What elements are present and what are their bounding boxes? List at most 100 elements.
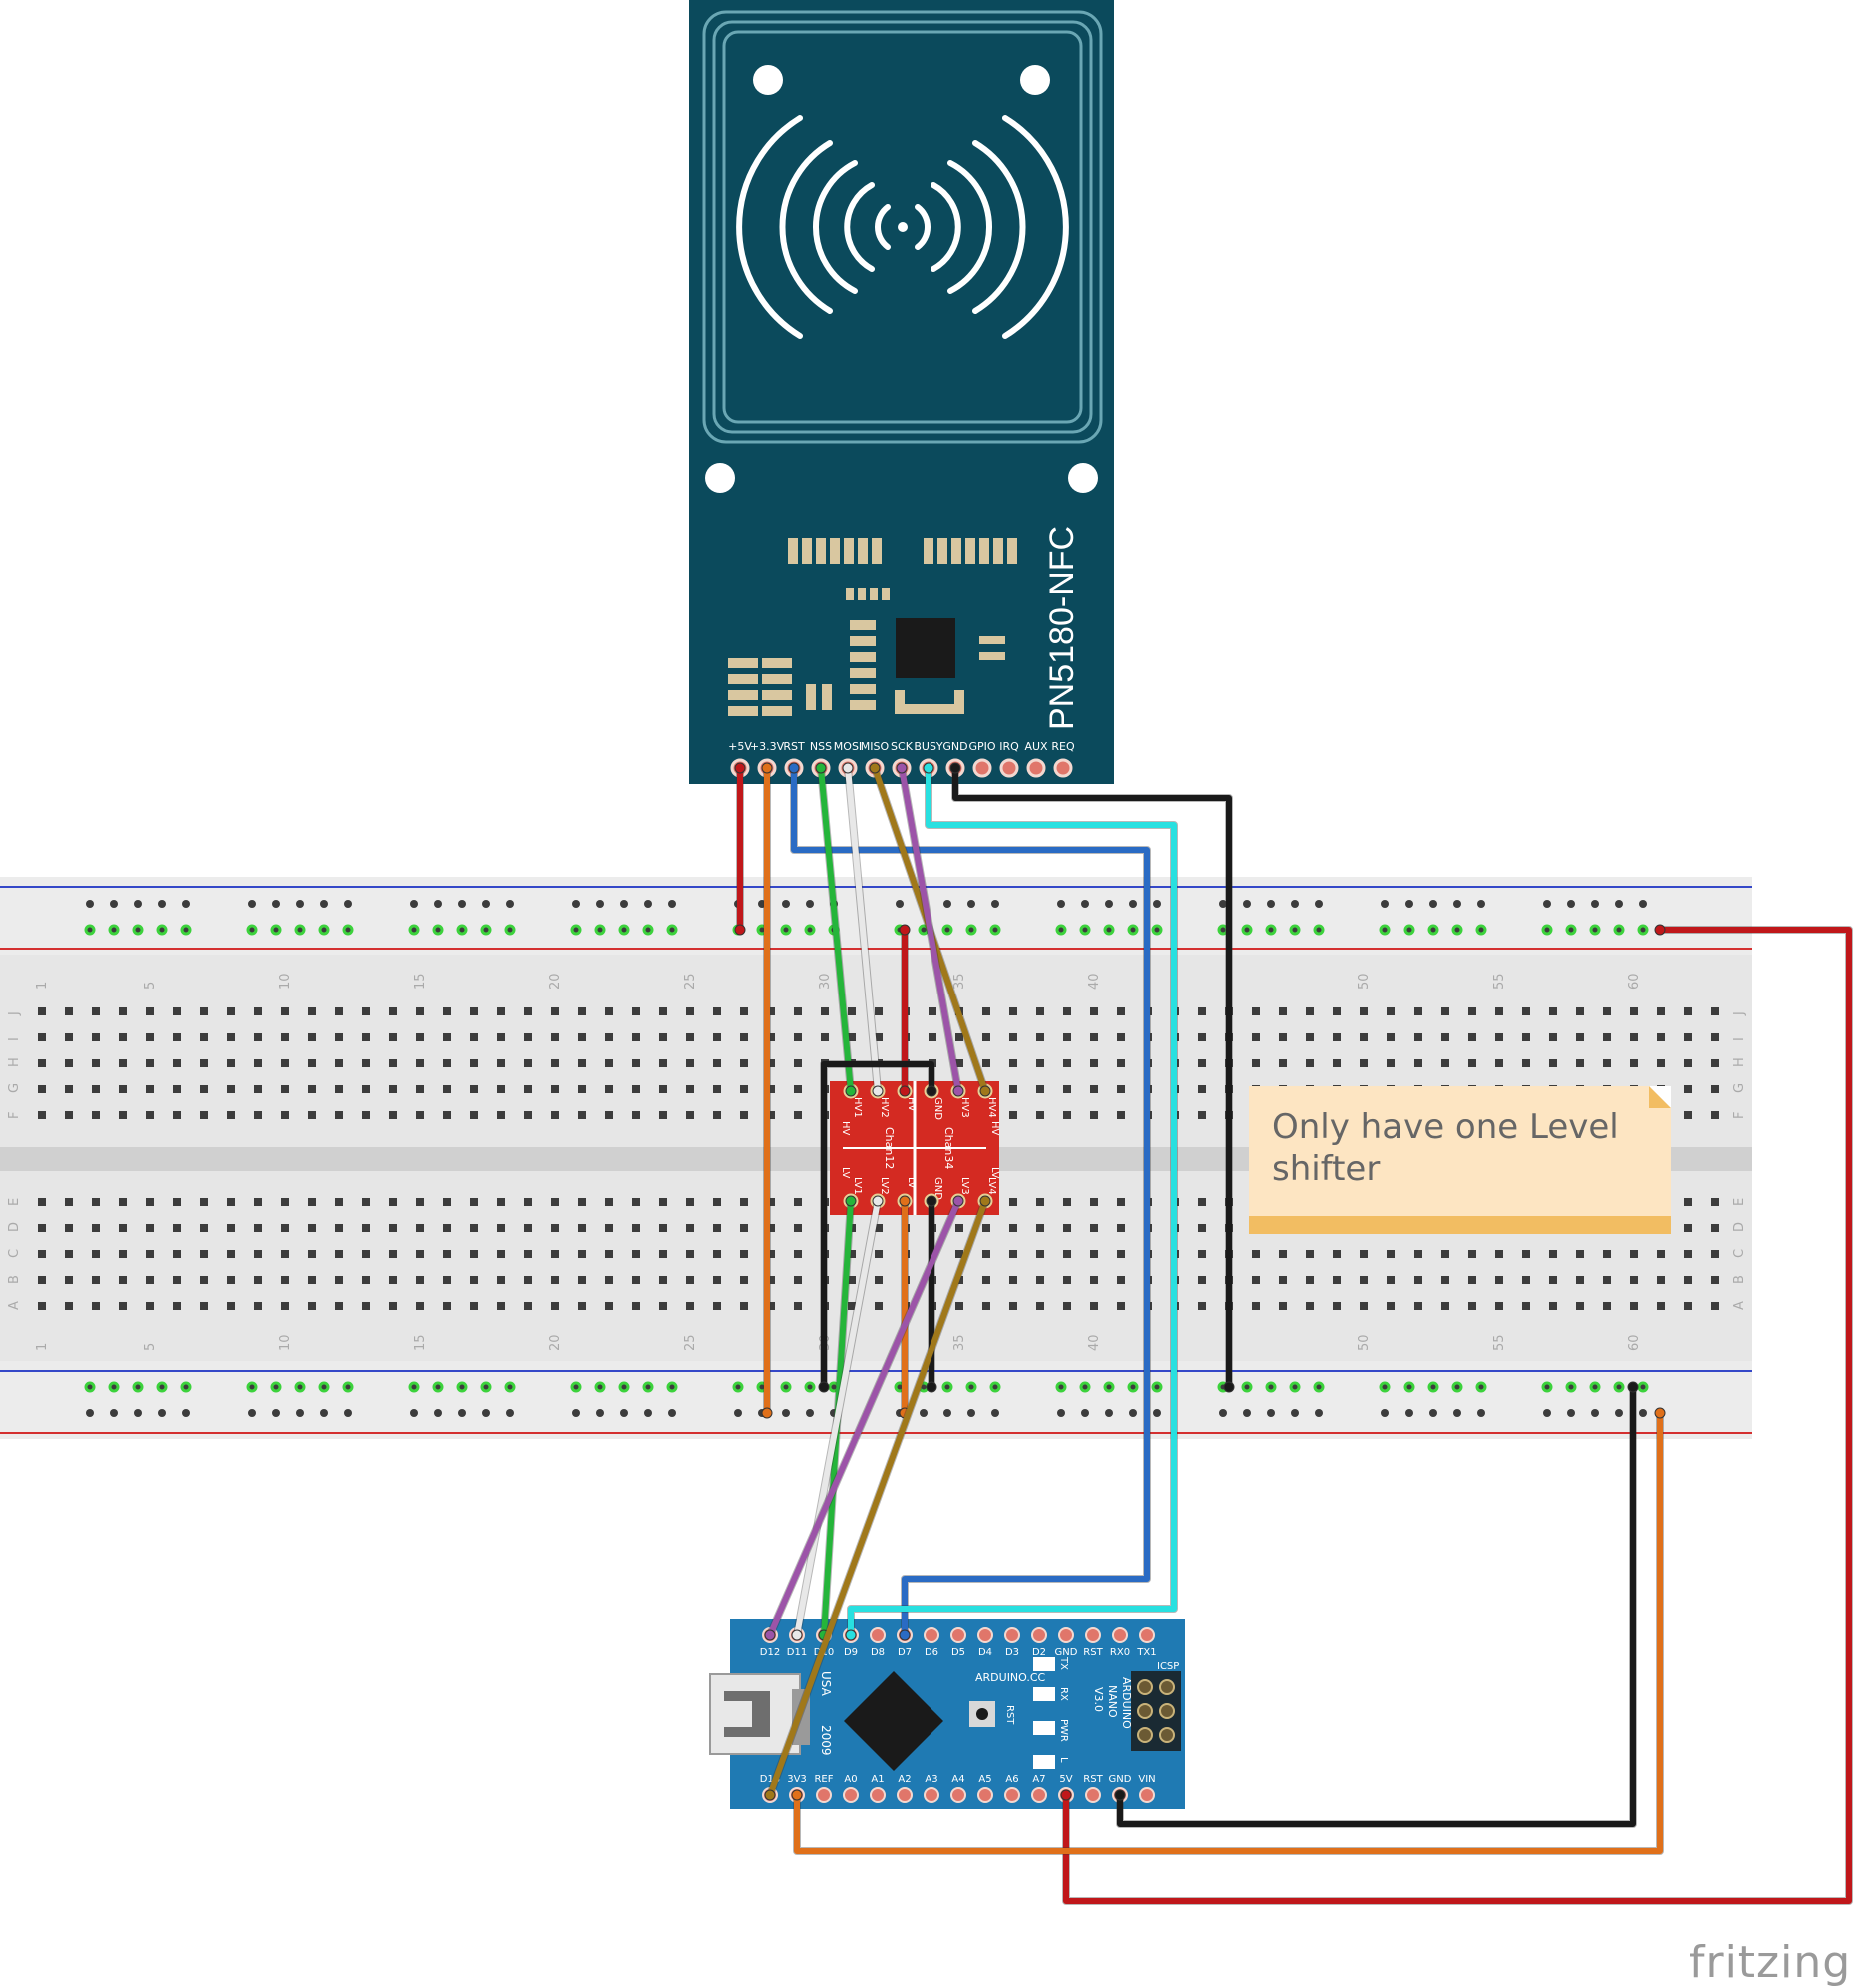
breadboard-hole[interactable]: [578, 1111, 586, 1119]
rail-hole[interactable]: [180, 924, 192, 936]
rail-hole[interactable]: [1241, 1381, 1253, 1393]
rail-hole[interactable]: [1541, 1381, 1553, 1393]
breadboard-hole[interactable]: [1387, 1276, 1395, 1284]
breadboard-hole[interactable]: [551, 1224, 559, 1232]
breadboard-hole[interactable]: [281, 1059, 289, 1067]
rail-hole[interactable]: [782, 900, 790, 908]
breadboard-hole[interactable]: [1576, 1302, 1584, 1310]
breadboard-hole[interactable]: [335, 1224, 343, 1232]
wire-busy-d9[interactable]: [848, 765, 1177, 1638]
rail-hole[interactable]: [344, 1409, 352, 1417]
breadboard-hole[interactable]: [713, 1276, 721, 1284]
breadboard-hole[interactable]: [1630, 1033, 1638, 1041]
breadboard-hole[interactable]: [767, 1085, 775, 1093]
breadboard-hole[interactable]: [875, 1007, 883, 1015]
breadboard-hole[interactable]: [524, 1033, 532, 1041]
breadboard-hole[interactable]: [578, 1085, 586, 1093]
breadboard-hole[interactable]: [632, 1302, 640, 1310]
breadboard-hole[interactable]: [1468, 1033, 1476, 1041]
breadboard-hole[interactable]: [173, 1276, 181, 1284]
breadboard-hole[interactable]: [1063, 1085, 1071, 1093]
breadboard-hole[interactable]: [1711, 1302, 1719, 1310]
header-pin[interactable]: [999, 758, 1019, 778]
breadboard-hole[interactable]: [1711, 1085, 1719, 1093]
rail-hole[interactable]: [84, 924, 96, 936]
breadboard-hole[interactable]: [200, 1111, 208, 1119]
arduino-pin[interactable]: [1139, 1627, 1155, 1643]
breadboard-hole[interactable]: [1468, 1007, 1476, 1015]
breadboard-hole[interactable]: [389, 1111, 397, 1119]
breadboard-hole[interactable]: [200, 1033, 208, 1041]
breadboard-hole[interactable]: [119, 1059, 127, 1067]
breadboard-hole[interactable]: [1279, 1250, 1287, 1258]
rail-hole[interactable]: [482, 900, 490, 908]
breadboard-hole[interactable]: [982, 1033, 990, 1041]
breadboard-hole[interactable]: [1684, 1007, 1692, 1015]
breadboard-hole[interactable]: [551, 1059, 559, 1067]
breadboard-hole[interactable]: [1306, 1250, 1314, 1258]
breadboard-hole[interactable]: [146, 1302, 154, 1310]
rail-hole[interactable]: [320, 1409, 328, 1417]
breadboard-hole[interactable]: [308, 1302, 316, 1310]
breadboard-hole[interactable]: [1036, 1198, 1044, 1206]
breadboard-hole[interactable]: [982, 1059, 990, 1067]
breadboard-hole[interactable]: [1279, 1059, 1287, 1067]
breadboard-hole[interactable]: [1468, 1250, 1476, 1258]
rail-hole[interactable]: [1477, 1409, 1485, 1417]
breadboard-hole[interactable]: [659, 1059, 667, 1067]
breadboard-hole[interactable]: [875, 1224, 883, 1232]
rail-hole[interactable]: [156, 1381, 168, 1393]
breadboard-hole[interactable]: [38, 1085, 46, 1093]
breadboard-hole[interactable]: [1549, 1250, 1557, 1258]
breadboard-hole[interactable]: [1468, 1302, 1476, 1310]
breadboard-hole[interactable]: [254, 1302, 262, 1310]
rail-hole[interactable]: [318, 1381, 330, 1393]
breadboard-hole[interactable]: [632, 1111, 640, 1119]
breadboard-hole[interactable]: [1036, 1007, 1044, 1015]
wire-mosi-hv2[interactable]: [845, 765, 881, 1094]
breadboard-hole[interactable]: [1252, 1302, 1260, 1310]
arduino-pin[interactable]: [1031, 1627, 1047, 1643]
breadboard-hole[interactable]: [308, 1033, 316, 1041]
breadboard-hole[interactable]: [1657, 1302, 1665, 1310]
breadboard-hole[interactable]: [1522, 1250, 1530, 1258]
rail-hole[interactable]: [1129, 1409, 1137, 1417]
wire-lv4-d13[interactable]: [767, 1198, 988, 1798]
breadboard-hole[interactable]: [659, 1276, 667, 1284]
breadboard-hole[interactable]: [1630, 1007, 1638, 1015]
breadboard-hole[interactable]: [254, 1059, 262, 1067]
rail-hole[interactable]: [272, 900, 280, 908]
wire-gnd-rail[interactable]: [952, 765, 1232, 1390]
rail-hole[interactable]: [480, 1381, 492, 1393]
rail-hole[interactable]: [1315, 1409, 1323, 1417]
breadboard-hole[interactable]: [1522, 1007, 1530, 1015]
breadboard-hole[interactable]: [92, 1085, 100, 1093]
arduino-pin[interactable]: [1004, 1627, 1020, 1643]
breadboard-hole[interactable]: [713, 1302, 721, 1310]
breadboard-hole[interactable]: [1630, 1059, 1638, 1067]
breadboard-hole[interactable]: [632, 1198, 640, 1206]
breadboard-hole[interactable]: [1198, 1111, 1206, 1119]
breadboard-hole[interactable]: [767, 1033, 775, 1041]
breadboard-hole[interactable]: [227, 1224, 235, 1232]
breadboard-hole[interactable]: [1576, 1276, 1584, 1284]
breadboard-hole[interactable]: [1198, 1276, 1206, 1284]
breadboard-hole[interactable]: [281, 1198, 289, 1206]
rail-hole[interactable]: [1241, 924, 1253, 936]
rail-hole[interactable]: [458, 900, 466, 908]
rail-hole[interactable]: [294, 924, 306, 936]
breadboard-hole[interactable]: [1522, 1302, 1530, 1310]
rail-hole[interactable]: [1429, 1409, 1437, 1417]
rail-hole[interactable]: [86, 900, 94, 908]
breadboard-hole[interactable]: [1117, 1302, 1125, 1310]
breadboard-hole[interactable]: [659, 1302, 667, 1310]
breadboard-hole[interactable]: [713, 1198, 721, 1206]
breadboard-hole[interactable]: [1198, 1302, 1206, 1310]
breadboard-hole[interactable]: [1117, 1111, 1125, 1119]
rail-hole[interactable]: [108, 1381, 120, 1393]
breadboard-hole[interactable]: [1009, 1250, 1017, 1258]
breadboard-hole[interactable]: [686, 1033, 694, 1041]
breadboard-hole[interactable]: [38, 1007, 46, 1015]
breadboard-hole[interactable]: [254, 1085, 262, 1093]
breadboard-hole[interactable]: [1387, 1059, 1395, 1067]
